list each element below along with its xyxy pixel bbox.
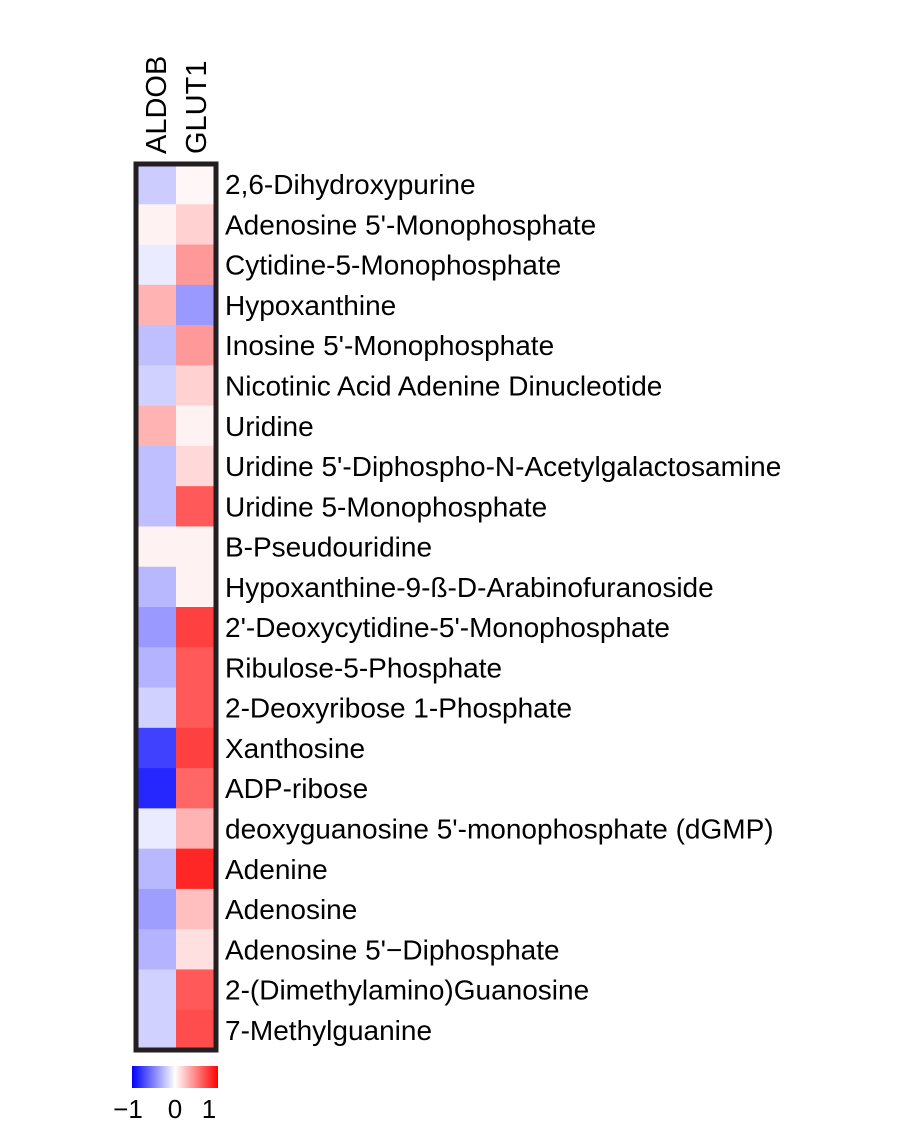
heatmap-cell: [176, 486, 217, 527]
heatmap-cell: [136, 526, 177, 568]
heatmap-cell: [136, 969, 177, 1011]
heatmap-cell: [176, 244, 217, 286]
heatmap-cell: [176, 325, 217, 366]
heatmap-cell: [136, 808, 177, 850]
heatmap-cell: [176, 808, 217, 850]
heatmap-cell: [176, 164, 217, 205]
row-label: Nicotinic Acid Adenine Dinucleotide: [225, 371, 662, 402]
heatmap-cell: [136, 1009, 177, 1051]
heatmap-cell: [136, 204, 177, 246]
heatmap-cell: [176, 566, 217, 608]
color-scale-tick-label: −1: [113, 1094, 143, 1124]
row-label: Adenosine 5'−Diphosphate: [225, 934, 560, 965]
heatmap-cell: [176, 888, 217, 930]
heatmap-border: [133, 161, 219, 1053]
heatmap-cell: [136, 687, 177, 729]
heatmap-cell: [176, 768, 217, 809]
row-label: Adenine: [225, 854, 328, 885]
heatmap-cell: [176, 204, 217, 246]
heatmap-cell: [136, 566, 177, 608]
row-label: 2-Deoxyribose 1-Phosphate: [225, 693, 572, 724]
heatmap-cell: [136, 284, 177, 326]
row-label: Uridine 5'-Diphospho-N-Acetylgalactosami…: [225, 451, 781, 482]
heatmap-cell: [176, 969, 217, 1011]
row-label: Xanthosine: [225, 733, 365, 764]
row-label: 7-Methylguanine: [225, 1015, 432, 1046]
heatmap-cells: [136, 164, 217, 1051]
row-label: Hypoxanthine-9-ß-D-Arabinofuranoside: [225, 572, 714, 603]
row-label: 2-(Dimethylamino)Guanosine: [225, 975, 589, 1006]
color-scale-bar: [132, 1066, 218, 1088]
heatmap-cell: [176, 284, 217, 326]
heatmap-cell: [136, 486, 177, 527]
heatmap-cell: [136, 607, 177, 648]
column-label: ALDOB: [141, 56, 173, 154]
heatmap-cell: [176, 607, 217, 648]
row-label: ADP-ribose: [225, 773, 368, 804]
row-label: Adenosine: [225, 894, 357, 925]
heatmap-cell: [136, 647, 177, 689]
heatmap-cell: [176, 526, 217, 568]
row-label: 2,6-Dihydroxypurine: [225, 169, 476, 200]
heatmap-cell: [136, 848, 177, 890]
heatmap-cell: [136, 888, 177, 930]
row-label: Uridine 5-Monophosphate: [225, 491, 547, 522]
heatmap-cell: [136, 164, 177, 205]
heatmap-cell: [176, 848, 217, 890]
row-label: Ribulose-5-Phosphate: [225, 652, 502, 683]
color-scale-tick-label: 1: [202, 1094, 216, 1124]
row-label: 2'-Deoxycytidine-5'-Monophosphate: [225, 612, 670, 643]
heatmap-cell: [176, 405, 217, 447]
heatmap-cell: [176, 687, 217, 729]
heatmap-cell: [136, 929, 177, 970]
heatmap-cell: [136, 244, 177, 286]
row-label: Uridine: [225, 411, 314, 442]
heatmap-cell: [176, 1009, 217, 1051]
heatmap-cell: [136, 365, 177, 407]
heatmap-cell: [136, 727, 177, 769]
column-label: GLUT1: [181, 61, 213, 154]
heatmap-cell: [136, 405, 177, 447]
heatmap-cell: [176, 929, 217, 970]
row-label: Cytidine-5-Monophosphate: [225, 250, 561, 281]
row-label: Hypoxanthine: [225, 290, 396, 321]
heatmap-cell: [176, 727, 217, 769]
row-label: B-Pseudouridine: [225, 532, 432, 563]
heatmap-cell: [136, 768, 177, 809]
row-label: Inosine 5'-Monophosphate: [225, 330, 554, 361]
heatmap-cell: [176, 647, 217, 689]
heatmap-cell: [176, 365, 217, 407]
heatmap-cell: [136, 325, 177, 366]
heatmap-cell: [136, 445, 177, 487]
heatmap-cell: [176, 445, 217, 487]
row-label: Adenosine 5'-Monophosphate: [225, 209, 596, 240]
color-scale-tick-label: 0: [168, 1094, 182, 1124]
row-label: deoxyguanosine 5'-monophosphate (dGMP): [225, 814, 774, 845]
